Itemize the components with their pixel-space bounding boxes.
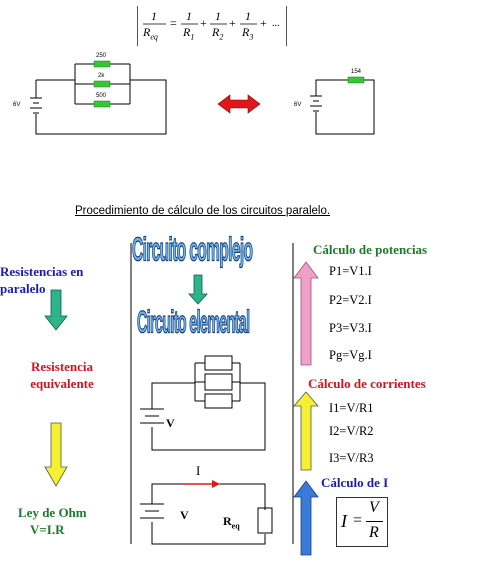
- complex-circuit-label: Circuito complejo: [132, 230, 254, 269]
- ohm-eq: =: [353, 512, 363, 529]
- label-v-complex: V: [166, 416, 175, 430]
- formula-num-r2: 1: [215, 9, 221, 23]
- arrow-green-left: [44, 289, 68, 331]
- resistor-500: [93, 100, 111, 108]
- formula-i3: I3=V/R3: [329, 451, 374, 465]
- ci-title: Cálculo de I: [321, 475, 389, 490]
- step-equivalente: Resistencia equivalente: [30, 359, 94, 391]
- label-source-left: 6V: [13, 102, 21, 108]
- formula-p2: P2=V2.I: [329, 293, 372, 307]
- formula-den-req: Req: [143, 25, 158, 42]
- resistor-154: [347, 76, 365, 84]
- label-req: Req: [223, 514, 240, 531]
- resistor-250: [93, 60, 111, 68]
- label-r154: 154: [351, 69, 362, 75]
- formula-i2: I2=V/R2: [329, 424, 374, 438]
- formula-p1: P1=V1.I: [329, 264, 372, 278]
- current-arrow: [183, 480, 220, 488]
- formula-num-r1: 1: [186, 9, 192, 23]
- resistor-2k: [93, 80, 111, 88]
- formula-plus-1: +: [200, 16, 207, 30]
- power-title: Cálculo de potencias: [313, 242, 428, 257]
- label-r250: 250: [96, 53, 107, 59]
- formula-den-r1: R1: [183, 25, 195, 42]
- arrow-blue-right: [293, 480, 319, 556]
- arrow-yellow-right: [293, 391, 319, 471]
- formula-num-r3: 1: [245, 9, 251, 23]
- label-source-right: 6V: [294, 102, 302, 108]
- arrow-green-middle: [188, 274, 208, 305]
- arrow-yellow-left: [44, 422, 68, 487]
- formula-eq: =: [170, 16, 177, 30]
- formula-num-req: 1: [151, 9, 157, 23]
- formula-box: [137, 6, 287, 46]
- label-r2k: 2k: [98, 73, 105, 79]
- formula-plus-3: +: [260, 16, 267, 30]
- complex-circuit-drawing: [140, 355, 266, 451]
- formula-p3: P3=V3.I: [329, 321, 372, 335]
- ohm-r: R: [369, 524, 379, 541]
- ohm-formula-box: I = V R: [336, 497, 388, 547]
- label-v-simple: V: [180, 508, 189, 522]
- label-current: I: [196, 463, 201, 478]
- formula-den-r2: R2: [212, 25, 224, 42]
- arrow-pink-right: [293, 261, 319, 366]
- ohm-i: I: [341, 511, 347, 531]
- elemental-circuit-label: Circuito elemental: [137, 303, 251, 340]
- formula-i1: I1=V/R1: [329, 401, 374, 415]
- ohm-fraction-bar: [366, 521, 383, 522]
- procedure-title: Procedimiento de cálculo de los circuito…: [75, 205, 331, 217]
- formula-den-r3: R3: [242, 25, 254, 42]
- step-ohm: Ley de Ohm V=I.R: [18, 505, 87, 537]
- label-r500: 500: [96, 93, 107, 99]
- ohm-v: V: [369, 499, 379, 516]
- simple-circuit-drawing: [140, 483, 273, 545]
- current-title: Cálculo de corrientes: [308, 376, 426, 391]
- formula-ellipsis: ...: [272, 18, 280, 29]
- step-resistencias: Resistencias en paralelo: [0, 264, 84, 296]
- formula-pg: Pg=Vg.I: [329, 348, 372, 362]
- equivalence-arrow: [217, 94, 261, 114]
- formula-plus-2: +: [229, 16, 236, 30]
- equivalent-circuit: [310, 79, 375, 135]
